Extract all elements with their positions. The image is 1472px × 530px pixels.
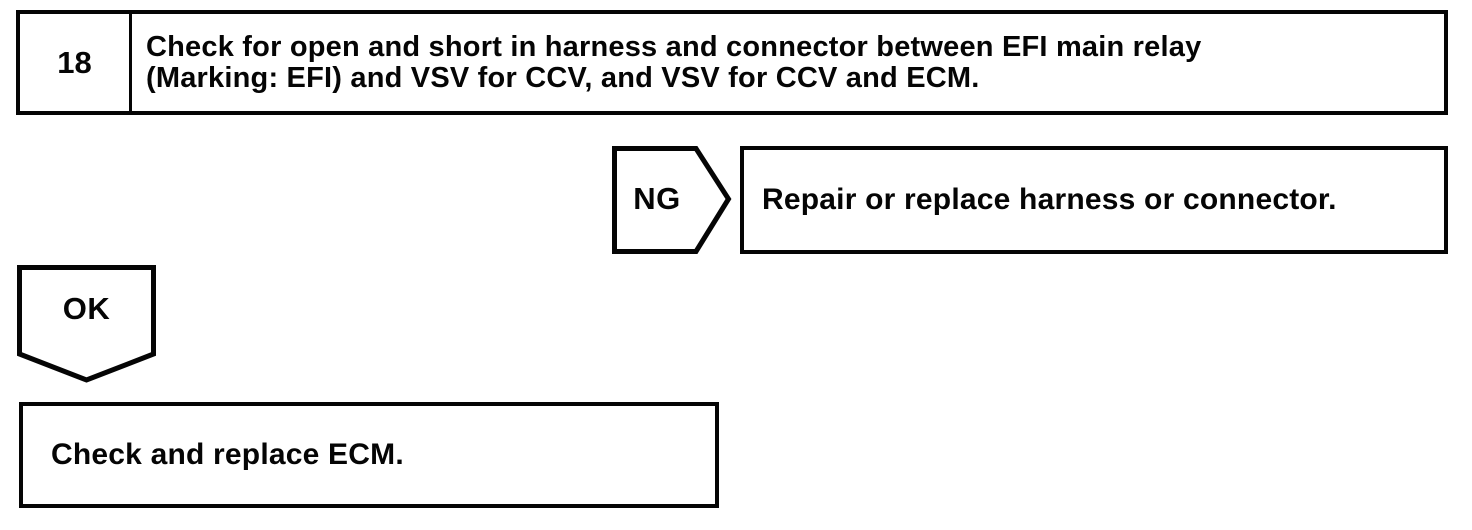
ng-action-box: Repair or replace harness or connector. [740, 146, 1448, 254]
step-number: 18 [20, 14, 132, 111]
step-text-cell: Check for open and short in harness and … [132, 14, 1444, 111]
ok-label: OK [62, 291, 111, 326]
step-box: 18 Check for open and short in harness a… [16, 10, 1448, 115]
ng-connector-arrow [612, 146, 732, 254]
ng-label: NG [633, 181, 681, 216]
ok-connector-arrow [17, 265, 156, 383]
ng-action-text: Repair or replace harness or connector. [762, 183, 1337, 216]
step-instruction: Check for open and short in harness and … [146, 30, 1202, 94]
ok-action-text: Check and replace ECM. [51, 438, 404, 471]
ok-action-box: Check and replace ECM. [19, 402, 719, 508]
